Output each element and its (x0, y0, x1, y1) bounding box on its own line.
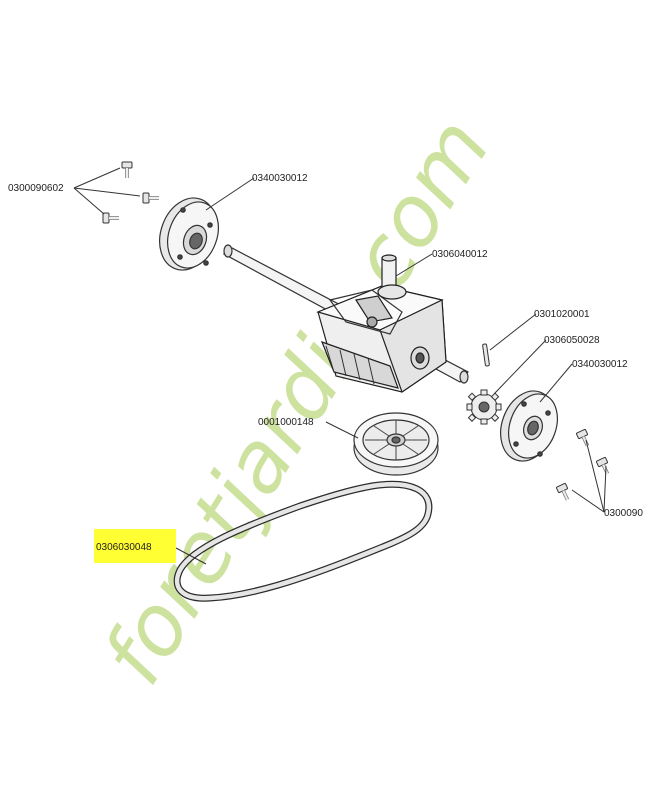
pin-icon (482, 343, 490, 367)
part-label-pulley[interactable]: 0001000148 (258, 417, 314, 428)
leader-lines (73, 167, 607, 565)
watermark: foretjardin.com (84, 101, 509, 700)
gearbox-icon (316, 254, 447, 393)
part-label-hub-right[interactable]: 0340030012 (572, 359, 628, 370)
v-belt-icon (173, 480, 433, 602)
bolt-icon (102, 161, 159, 224)
part-label-pin[interactable]: 0301020001 (534, 309, 590, 320)
part-label-hub-left[interactable]: 0340030012 (252, 173, 308, 184)
wheel-hub-icon (159, 197, 219, 271)
bolt-icon (556, 428, 610, 501)
part-label-gearbox[interactable]: 0306040012 (432, 249, 488, 260)
part-label-bolts-left[interactable]: 0300090602 (8, 183, 64, 194)
part-label-pinion[interactable]: 0306050028 (544, 335, 600, 346)
watermark-text: foretjardin.com (84, 101, 509, 700)
part-labels: 0300090602 0340030012 0306040012 0301020… (8, 173, 643, 553)
part-label-bolts-right[interactable]: 0300090 (604, 508, 643, 519)
pinion-gear-icon (466, 389, 502, 425)
wheel-hub-icon (500, 390, 558, 462)
highlight-marker (94, 529, 176, 563)
pulley-icon (353, 412, 439, 476)
part-label-belt[interactable]: 0306030048 (96, 542, 152, 553)
